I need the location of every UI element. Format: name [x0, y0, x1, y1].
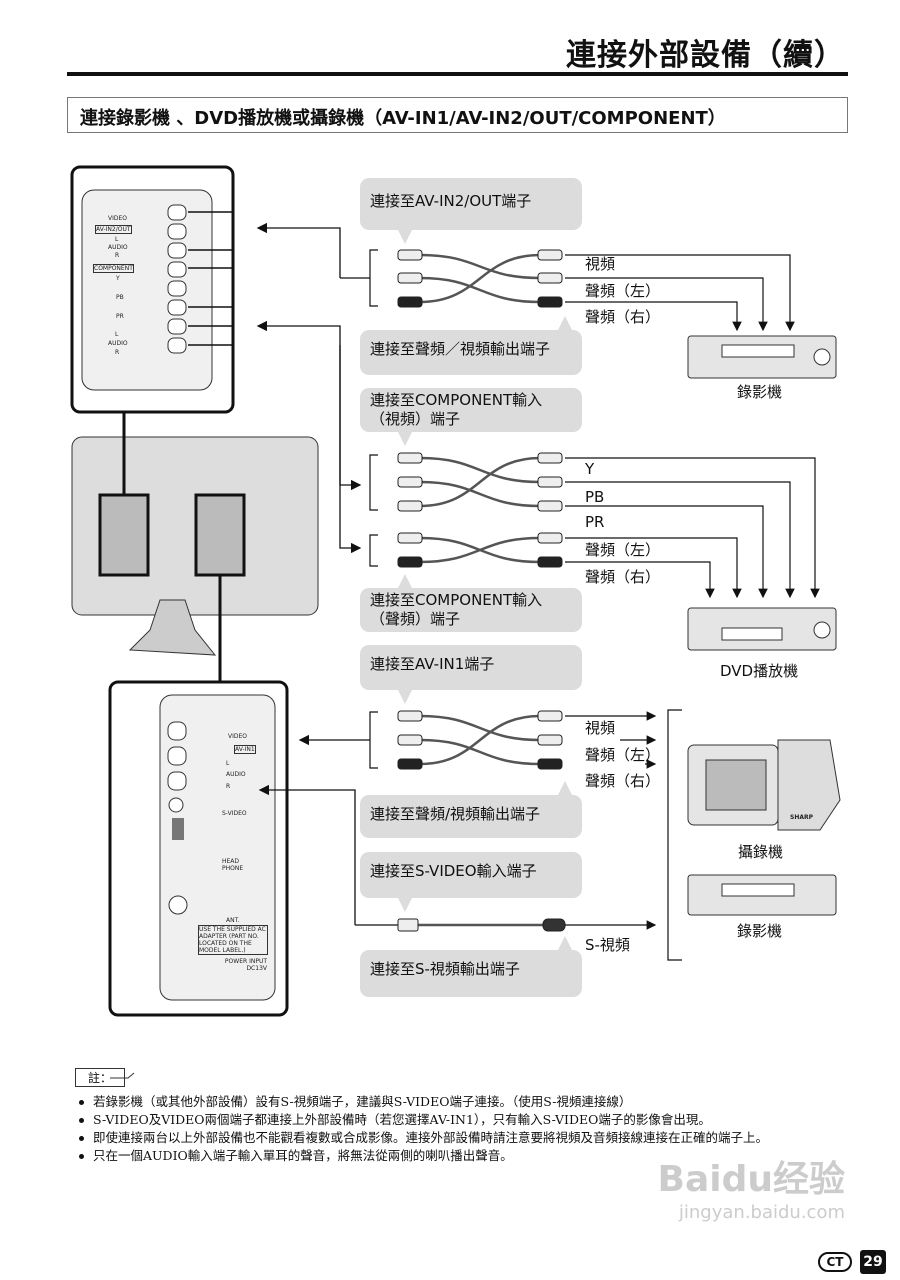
callout-svideo-output: 連接至S-視頻輸出端子: [360, 950, 582, 997]
notes-section: 註： 若錄影機（或其他外部設備）設有S-視頻端子，建議與S-VIDEO端子連接。…: [75, 1068, 855, 1165]
panel-label: VIDEO: [108, 215, 128, 222]
callout-component-audio: 連接至COMPONENT輸入（聲頻）端子: [360, 588, 582, 632]
callout-av-output-2: 連接至聲頻/視頻輸出端子: [360, 795, 582, 838]
callout-text: （聲頻）端子: [370, 610, 461, 628]
note-item: 即使連接兩台以上外部設備也不能觀看複數或合成影像。連接外部設備時請注意要將視頻及…: [75, 1129, 855, 1147]
panel-label: S-VIDEO: [222, 810, 247, 817]
cable-label: 聲頻（左）: [585, 746, 661, 764]
panel-label: L: [115, 331, 119, 338]
panel-label: PB: [116, 294, 124, 301]
section-title: 連接錄影機 、DVD播放機或攝錄機（AV-IN1/AV-IN2/OUT/COMP…: [67, 97, 848, 133]
cable-label: PB: [585, 488, 605, 506]
panel-label: COMPONENT: [93, 264, 134, 273]
callout-av-output: 連接至聲頻／視頻輸出端子: [360, 330, 582, 375]
device-label-vcr: 錄影機: [737, 383, 783, 401]
cable-label: PR: [585, 513, 605, 531]
callout-text: 連接至聲頻／視頻輸出端子: [370, 340, 551, 358]
panel-label: L: [226, 760, 230, 767]
camcorder-brand: SHARP: [790, 814, 814, 821]
callout-text: 連接至AV-IN2/OUT端子: [370, 192, 532, 210]
watermark-brand: Baidu经验: [657, 1159, 845, 1200]
device-label-dvd: DVD播放機: [720, 662, 799, 680]
panel-label: R: [115, 252, 120, 259]
callout-text: 連接至COMPONENT輸入: [370, 591, 543, 609]
page-title: 連接外部設備（續）: [566, 38, 845, 73]
callout-text: （視頻）端子: [370, 410, 461, 428]
notes-tag: 註：: [75, 1068, 126, 1087]
panel-label: PR: [116, 313, 124, 320]
dvd-illustration: [687, 607, 837, 651]
panel-label: ANT.: [226, 917, 240, 924]
cable-label: 聲頻（左）: [585, 282, 661, 300]
note-item: S-VIDEO及VIDEO兩個端子都連接上外部設備時（若您選擇AV-IN1），只…: [75, 1111, 855, 1129]
panel-label: L: [115, 236, 119, 243]
title-rule: [67, 72, 848, 76]
panel-label: VIDEO: [228, 733, 248, 740]
vcr2-illustration: [687, 874, 837, 916]
panel-label: HEAD PHONE: [222, 858, 244, 872]
vcr-illustration: [687, 335, 837, 379]
device-label-vcr2: 錄影機: [737, 922, 783, 940]
callout-text: 連接至COMPONENT輸入: [370, 391, 543, 409]
camcorder-illustration: [687, 739, 841, 831]
panel-label: USE THE SUPPLIED AC ADAPTER (PART NO. LO…: [198, 925, 268, 955]
callout-text: 連接至AV-IN1端子: [370, 655, 495, 673]
callout-text: 連接至S-VIDEO輸入端子: [370, 862, 537, 880]
panel-label: AUDIO: [108, 340, 128, 347]
cable-label: Y: [585, 460, 595, 478]
panel-label: R: [115, 349, 120, 356]
panel-label: AV-IN2/OUT: [95, 225, 132, 234]
page-number: 29: [860, 1250, 886, 1274]
note-item: 只在一個AUDIO輸入端子輸入單耳的聲音，將無法從兩側的喇叭播出聲音。: [75, 1147, 855, 1165]
callout-av-in1: 連接至AV-IN1端子: [360, 645, 582, 690]
callout-text: 連接至聲頻/視頻輸出端子: [370, 805, 541, 823]
cable-label: 視頻: [585, 255, 616, 273]
panel-label: AV-IN1: [234, 745, 256, 754]
panel-label: Y: [116, 275, 120, 282]
device-label-camcorder: 攝錄機: [738, 843, 784, 861]
cable-label: 聲頻（右）: [585, 568, 661, 586]
panel-label: AUDIO: [226, 771, 246, 778]
cable-label: 聲頻（右）: [585, 308, 661, 326]
panel-label: POWER INPUT DC13V: [224, 958, 267, 972]
cable-label: 聲頻（右）: [585, 772, 661, 790]
cable-label: S-視頻: [585, 936, 630, 954]
cable-label: 聲頻（左）: [585, 541, 661, 559]
callout-component-video: 連接至COMPONENT輸入（視頻）端子: [360, 388, 582, 432]
callout-text: 連接至S-視頻輸出端子: [370, 960, 520, 978]
panel-label: R: [226, 783, 231, 790]
note-item: 若錄影機（或其他外部設備）設有S-視頻端子，建議與S-VIDEO端子連接。（使用…: [75, 1093, 855, 1111]
callout-av-in2: 連接至AV-IN2/OUT端子: [360, 178, 582, 230]
panel-label: AUDIO: [108, 244, 128, 251]
callout-svideo-input: 連接至S-VIDEO輸入端子: [360, 852, 582, 898]
language-badge: CT: [818, 1252, 852, 1272]
watermark-url: jingyan.baidu.com: [678, 1202, 845, 1223]
cable-label: 視頻: [585, 719, 616, 737]
